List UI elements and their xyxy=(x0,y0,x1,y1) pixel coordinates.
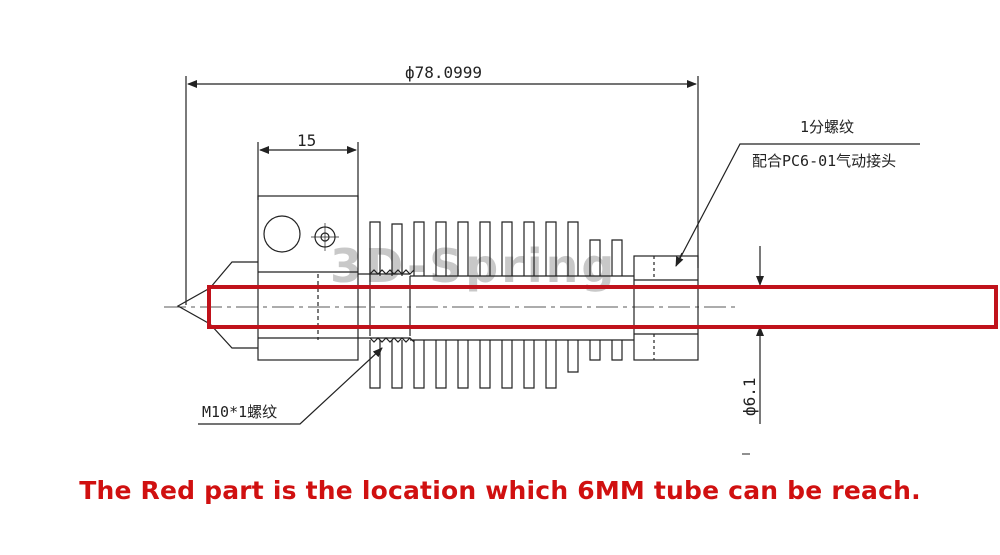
thread-note-1: 1分螺纹 xyxy=(800,118,854,136)
nozzle xyxy=(176,261,258,349)
thread-note-2: 配合PC6-01气动接头 xyxy=(752,152,896,170)
watermark: 3D-Spring xyxy=(330,239,617,293)
inlet-thread-label: M10*1螺纹 xyxy=(202,403,277,421)
thread-note-leader xyxy=(675,143,920,267)
heater-cartridge-hole xyxy=(263,215,301,253)
heatsink-fins-bottom xyxy=(369,339,634,389)
pneumatic-coupling-end xyxy=(633,255,699,361)
tube-diameter-label: ф6.1 xyxy=(740,377,759,416)
overall-length-label: ф78.0999 xyxy=(405,63,482,82)
heatsink-fins-top xyxy=(369,221,634,277)
tube-reach-highlight xyxy=(207,285,998,329)
inlet-thread-leader xyxy=(198,347,383,425)
block-width-label: 15 xyxy=(297,131,316,150)
heater-block xyxy=(257,195,359,361)
caption: The Red part is the location which 6MM t… xyxy=(79,476,921,505)
